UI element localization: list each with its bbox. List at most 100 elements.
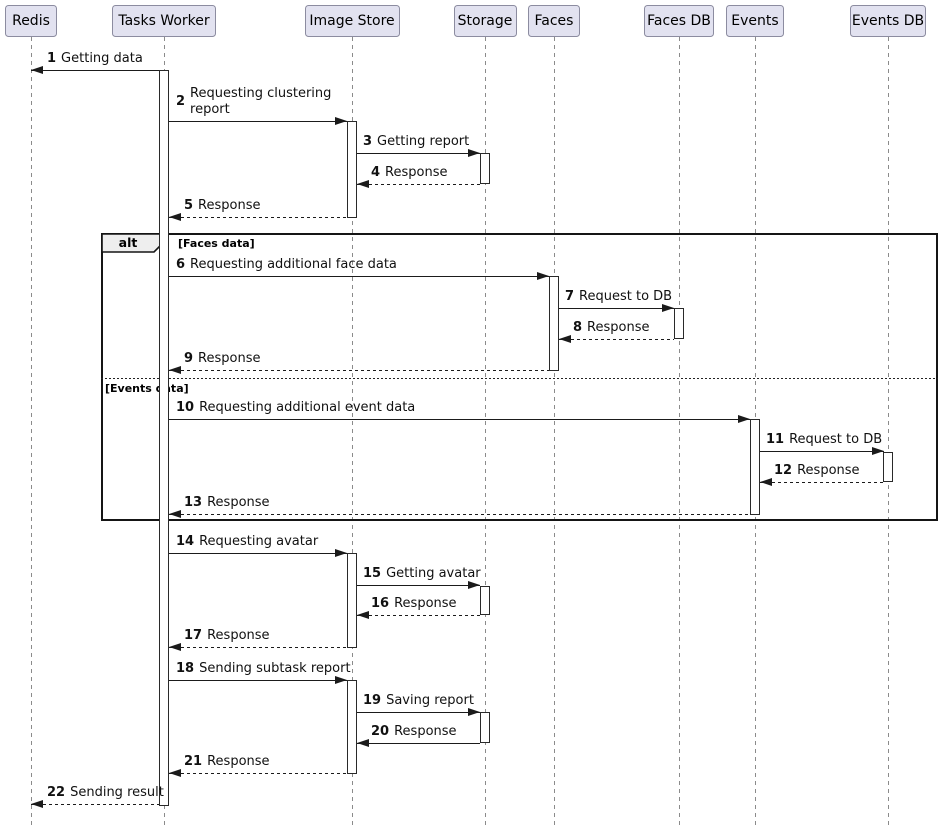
message-number: 17 (184, 628, 203, 643)
message-line (169, 276, 549, 278)
message-text: Request to DB (789, 432, 883, 447)
alt-section-divider (101, 378, 938, 379)
participant-storage: Storage (453, 5, 517, 37)
participant-events: Events (726, 5, 784, 37)
participant-image-store: Image Store (304, 5, 400, 37)
participant-events-db: Events DB (850, 5, 926, 37)
message-text: Response (394, 596, 457, 611)
message-line (760, 482, 884, 484)
message-number: 14 (176, 534, 195, 549)
arrowhead-right-icon (468, 708, 480, 717)
participant-faces: Faces (528, 5, 580, 37)
message-label: 18 Sending subtask report (176, 661, 351, 677)
message-number: 18 (176, 661, 195, 676)
lifeline-events-db (888, 37, 889, 825)
message-label: 12 Response (774, 463, 860, 479)
arrowhead-right-icon (468, 149, 480, 158)
message-label: 8 Response (573, 320, 649, 336)
message-number: 8 (573, 320, 583, 335)
alt-frame (101, 233, 938, 521)
message-label: 7 Request to DB (565, 289, 672, 305)
arrowhead-left-icon (31, 800, 43, 809)
message-text: Requesting additional face data (190, 257, 397, 272)
lifeline-faces-db (679, 37, 680, 825)
message-number: 11 (766, 432, 785, 447)
activation-bar (549, 276, 559, 371)
message-label: 6 Requesting additional face data (176, 257, 397, 273)
arrowhead-right-icon (468, 581, 480, 590)
message-text: Sending subtask report (199, 661, 351, 676)
message-text: Getting report (377, 134, 470, 149)
activation-bar (480, 153, 490, 184)
arrowhead-left-icon (169, 643, 181, 652)
message-number: 16 (371, 596, 390, 611)
guard-faces-data: [Faces data] (178, 237, 255, 250)
message-number: 15 (363, 566, 382, 581)
message-line (169, 370, 549, 372)
message-number: 22 (47, 785, 66, 800)
message-text: Response (207, 495, 270, 510)
message-line (169, 553, 347, 555)
message-text: Response (198, 198, 261, 213)
arrowhead-left-icon (357, 739, 369, 748)
message-number: 12 (774, 463, 793, 478)
message-line (357, 743, 480, 745)
alt-frame-label: alt (118, 235, 138, 250)
arrowhead-right-icon (335, 676, 347, 685)
message-line (357, 184, 480, 186)
message-text: Sending result (70, 785, 164, 800)
activation-bar (750, 419, 760, 515)
message-number: 7 (565, 289, 575, 304)
message-text-line: Requesting clustering (190, 86, 332, 101)
message-text: Request to DB (579, 289, 673, 304)
message-text: Getting avatar (386, 566, 481, 581)
arrowhead-left-icon (559, 335, 571, 344)
message-number: 9 (184, 351, 194, 366)
message-number: 10 (176, 400, 195, 415)
lifeline-image-store (352, 37, 353, 825)
message-text: Requesting additional event data (199, 400, 416, 415)
message-text: Requesting avatar (199, 534, 319, 549)
message-line (559, 308, 674, 310)
message-line (31, 804, 159, 806)
lifeline-storage (485, 37, 486, 825)
message-text: Response (797, 463, 860, 478)
message-line (169, 773, 347, 775)
message-line (169, 121, 347, 123)
message-number: 6 (176, 257, 186, 272)
activation-bar (883, 452, 893, 482)
arrowhead-right-icon (872, 447, 884, 456)
message-line (760, 451, 884, 453)
alt-frame-label-shape (101, 233, 162, 253)
activation-bar (347, 680, 357, 774)
message-number: 4 (371, 165, 381, 180)
activation-bar (347, 121, 357, 218)
activation-bar (159, 70, 169, 806)
arrowhead-right-icon (335, 549, 347, 558)
message-line (357, 615, 480, 617)
message-number: 21 (184, 754, 203, 769)
message-line (357, 585, 480, 587)
message-label: 11 Request to DB (766, 432, 882, 448)
message-label: 10 Requesting additional event data (176, 400, 415, 416)
arrowhead-right-icon (662, 304, 674, 313)
message-line (169, 217, 347, 219)
message-label: 22 Sending result (47, 785, 164, 801)
message-line (169, 647, 347, 649)
message-number: 3 (363, 134, 373, 149)
message-label: 4 Response (371, 165, 447, 181)
arrowhead-left-icon (31, 66, 43, 75)
message-number: 20 (371, 724, 390, 739)
message-text: Response (385, 165, 448, 180)
message-label: 15 Getting avatar (363, 566, 481, 582)
message-text: Saving report (386, 693, 474, 708)
participant-tasks-worker: Tasks Worker (112, 5, 216, 37)
message-text: Response (587, 320, 650, 335)
arrowhead-left-icon (169, 769, 181, 778)
